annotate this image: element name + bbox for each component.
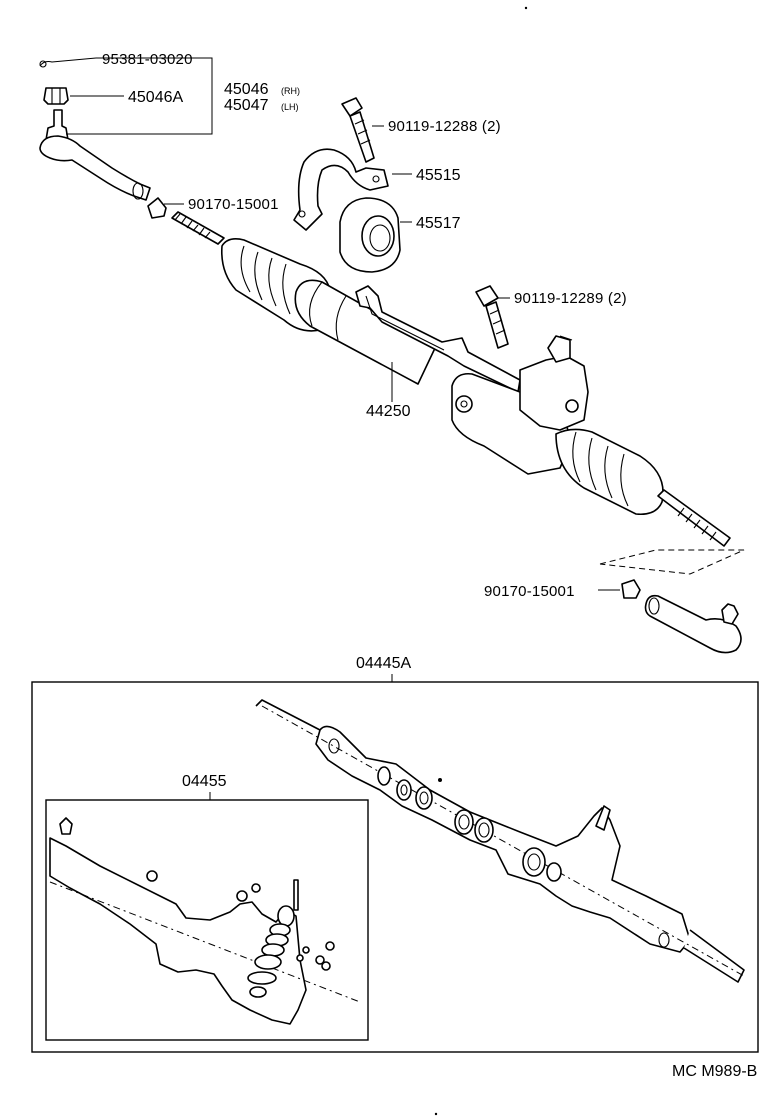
tie-rod-threaded-left-icon — [171, 211, 225, 245]
part-label-nut: 45046A — [128, 89, 183, 106]
seal-kit-frame — [45, 799, 369, 1041]
lock-nut-left-icon — [147, 197, 167, 219]
bolt-lower-icon — [475, 285, 509, 349]
cotter-pin-icon — [39, 57, 97, 68]
part-label-gear-assembly: 44250 — [366, 403, 411, 420]
bushing-icon — [339, 197, 401, 273]
nut-icon — [43, 87, 69, 105]
kit-label-gasket-kit: 04445A — [356, 655, 411, 672]
tie-rod-end-right-icon — [644, 594, 742, 654]
part-label-rh-side: (RH) — [281, 86, 300, 96]
part-label-lh-side: (LH) — [281, 102, 299, 112]
part-label-tie-rod-end-rh: 45046 — [224, 81, 269, 98]
gasket-kit-frame — [31, 681, 759, 1053]
part-label-bolt-upper: 90119-12288 (2) — [388, 118, 501, 135]
diagram-code: MC M989-B — [672, 1063, 757, 1080]
part-label-cotter-pin: 95381-03020 — [102, 51, 193, 68]
kit-label-seal-kit: 04455 — [182, 773, 227, 790]
part-label-tie-rod-end-lh: 45047 — [224, 97, 269, 114]
part-label-bolt-lower: 90119-12289 (2) — [514, 290, 627, 307]
bracket-icon — [293, 148, 389, 231]
part-label-bushing: 45517 — [416, 215, 461, 232]
part-label-bracket: 45515 — [416, 167, 461, 184]
steering-rack-housing-icon — [220, 238, 731, 547]
bolt-upper-icon — [341, 97, 375, 163]
tie-rod-end-left-icon — [39, 109, 151, 201]
gasket-kit-housing-outline-icon — [255, 699, 745, 983]
lock-nut-right-icon — [621, 579, 641, 599]
part-label-lock-nut-right: 90170-15001 — [484, 583, 575, 600]
part-label-lock-nut-left: 90170-15001 — [188, 196, 279, 213]
seal-kit-housing-outline-icon — [49, 817, 361, 1025]
